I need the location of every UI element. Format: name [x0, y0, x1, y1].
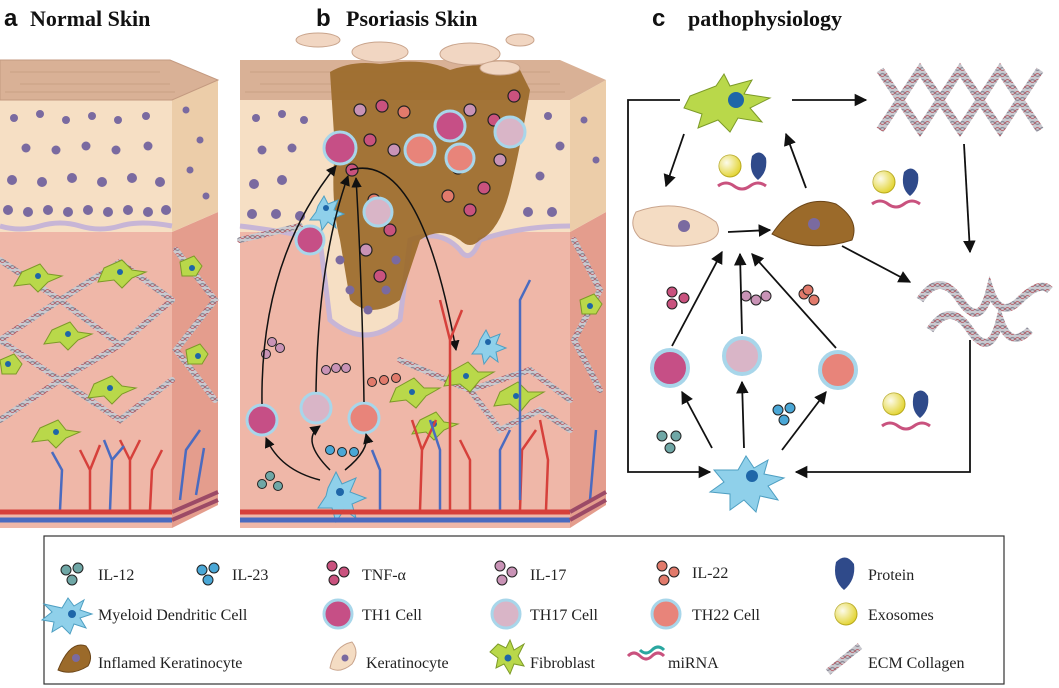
legend-mirna-icon: [626, 645, 666, 661]
panel-c-letter: c: [652, 5, 665, 32]
legend-label-il17: IL-17: [530, 567, 566, 584]
legend-label-inflamed-keratinocyte: Inflamed Keratinocyte: [98, 655, 242, 672]
ecm-collagen-icon: [876, 62, 1044, 138]
legend-label-fibroblast: Fibroblast: [530, 655, 595, 672]
legend-keratinocyte-icon: [329, 641, 357, 671]
degraded-collagen-icon: [916, 275, 1053, 347]
legend-label-protein: Protein: [868, 567, 914, 584]
legend-label-th1-cell: TH1 Cell: [362, 607, 423, 624]
legend-tnf-alpha-icon: [326, 560, 350, 586]
exosome-protein-mirna-group-1: [717, 152, 767, 191]
panel-c-header: c pathophysiology: [652, 5, 842, 32]
legend-label-exosomes: Exosomes: [868, 607, 934, 624]
legend-label-th22-cell: TH22 Cell: [692, 607, 761, 624]
panel-a-header: a Normal Skin: [4, 5, 150, 32]
panel-b-psoriasis-skin-illustration: [237, 32, 607, 528]
legend-exosome-icon: [834, 602, 858, 626]
th22-cell-icon: [818, 350, 858, 390]
keratinocyte-icon: [632, 205, 719, 247]
legend-label-il12: IL-12: [98, 567, 134, 584]
legend-label-ecm-collagen: ECM Collagen: [868, 655, 964, 672]
exosome-protein-mirna-group-3: [881, 390, 931, 431]
legend-ecm-collagen-icon: [825, 643, 863, 675]
legend-label-il22: IL-22: [692, 565, 728, 582]
legend-label-mirna: miRNA: [668, 655, 719, 672]
legend-label-il23: IL-23: [232, 567, 268, 584]
panel-b-letter: b: [316, 5, 331, 32]
panel-a-normal-skin-illustration: [0, 59, 220, 528]
th1-cell-icon: [650, 348, 690, 388]
panel-c-pathophysiology-diagram: [627, 62, 1053, 513]
legend-il23-icon: [196, 562, 220, 586]
panel-b-title: Psoriasis Skin: [346, 6, 477, 31]
exosome-protein-mirna-group-2: [871, 168, 921, 209]
legend-label-myeloid-dendritic-cell: Myeloid Dendritic Cell: [98, 607, 248, 624]
panel-a-letter: a: [4, 5, 18, 32]
th17-cell-icon: [722, 336, 762, 376]
legend-dendritic-cell-icon: [40, 597, 94, 635]
legend-protein-icon: [835, 557, 855, 590]
legend-il12-icon: [60, 562, 84, 586]
myeloid-dendritic-cell-icon: [708, 455, 786, 513]
legend-label-tnf-alpha: TNF-α: [362, 567, 407, 584]
panel-c-title: pathophysiology: [688, 6, 842, 31]
inflamed-keratinocyte-icon: [771, 200, 855, 247]
legend-inflamed-keratinocyte-icon: [57, 644, 92, 673]
legend-il17-icon: [494, 560, 518, 586]
legend-th17-cell-icon: [490, 598, 522, 630]
legend-label-keratinocyte: Keratinocyte: [366, 655, 449, 672]
legend-th1-cell-icon: [322, 598, 354, 630]
legend-il22-icon: [656, 560, 680, 586]
legend: IL-12 IL-23 TNF-α IL-17 IL-22 Protein My…: [40, 535, 1005, 685]
panel-b-header: b Psoriasis Skin: [316, 5, 477, 32]
fibroblast-icon: [683, 73, 772, 133]
panel-a-title: Normal Skin: [30, 6, 150, 31]
legend-th22-cell-icon: [650, 598, 682, 630]
legend-fibroblast-icon: [489, 638, 526, 676]
legend-label-th17-cell: TH17 Cell: [530, 607, 599, 624]
